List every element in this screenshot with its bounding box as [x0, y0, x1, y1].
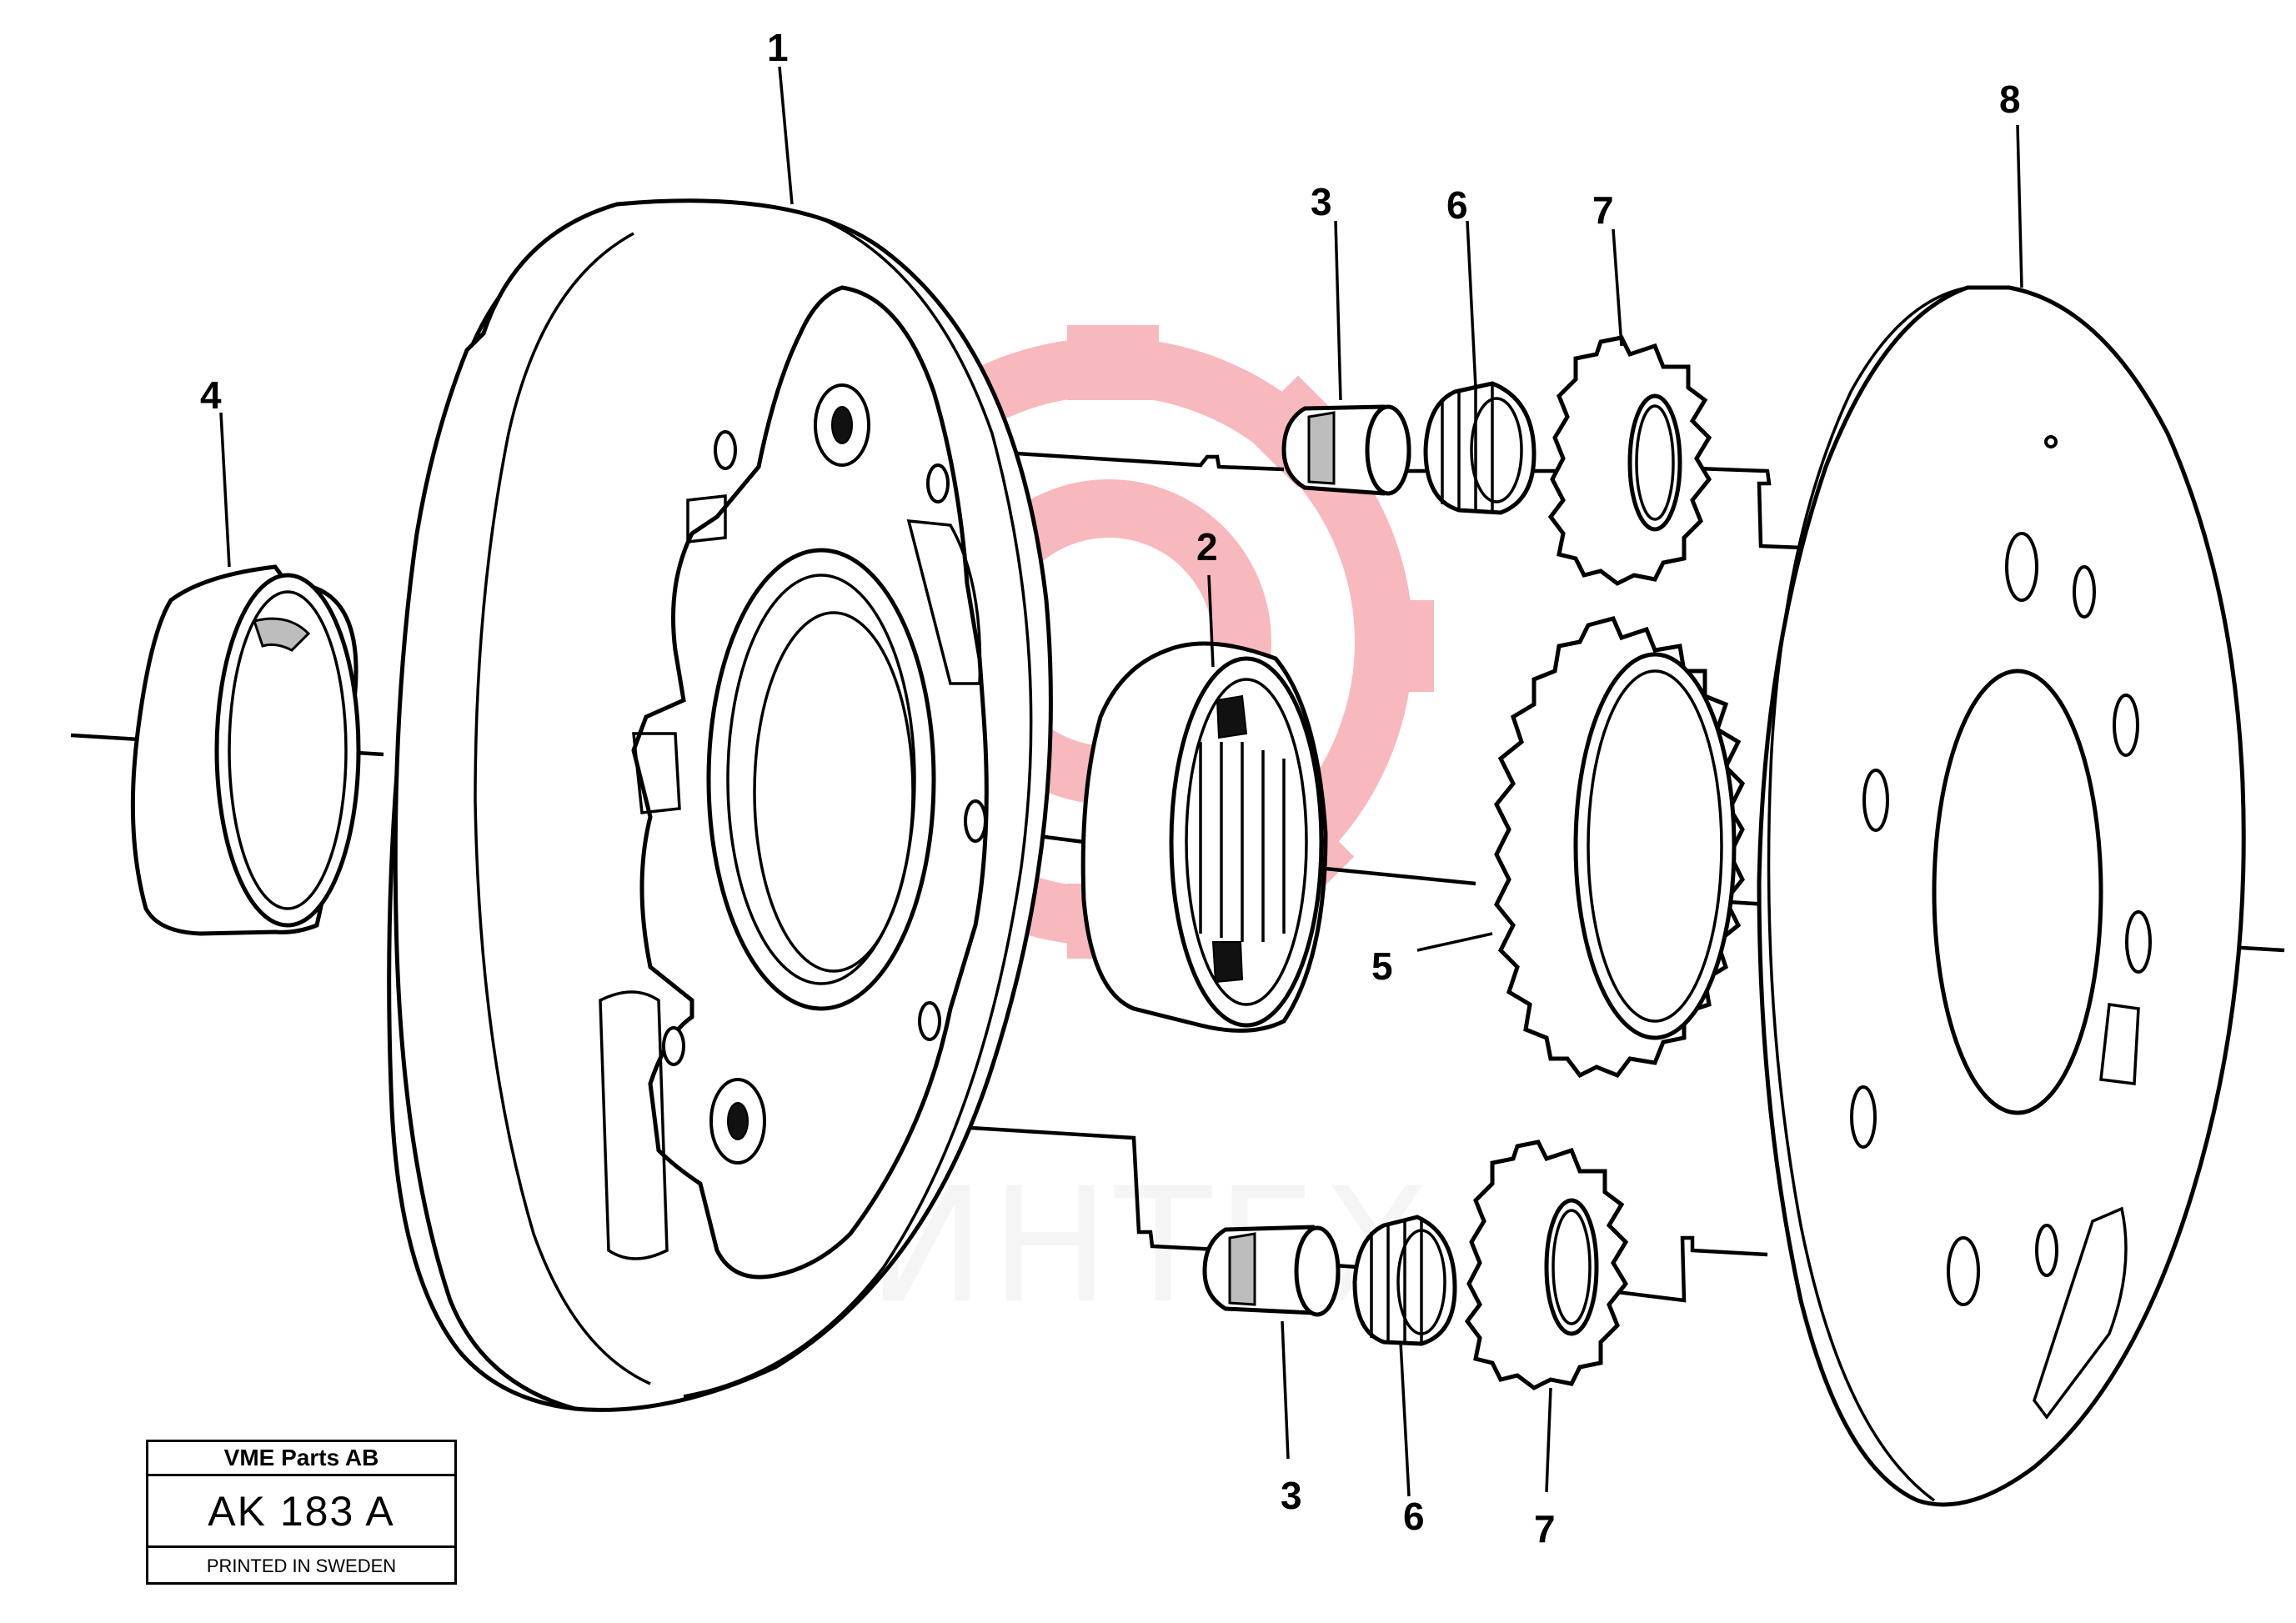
callout-5: 5: [1371, 944, 1393, 988]
callout-3-top: 3: [1311, 180, 1332, 223]
callout-1: 1: [767, 26, 789, 69]
part-1-planet-carrier: [387, 198, 1053, 1412]
part-2-needle-bearing: [1080, 641, 1328, 1033]
callout-8: 8: [1999, 78, 2021, 121]
title-block-company: VME Parts AB: [148, 1442, 454, 1476]
callout-leaders: [219, 66, 2023, 1497]
bearing-needles: [1199, 694, 1286, 984]
title-block-printed-note: PRINTED IN SWEDEN: [206, 1555, 397, 1576]
part-4-seal-ring: [130, 564, 361, 936]
part-7-planet-gear-top: [1547, 335, 1712, 586]
part-6-needle-cage-bottom: [1352, 1215, 1457, 1346]
part-5-gear: [1494, 616, 1746, 1079]
part-3-shaft-top: [1281, 404, 1411, 496]
title-block-drawing-code: AK 183 A: [148, 1476, 454, 1548]
title-block: VME Parts AB AK 183 A PRINTED IN SWEDEN: [146, 1440, 457, 1585]
callout-6-top: 6: [1446, 183, 1468, 227]
part-8-cover-plate: [1757, 285, 2246, 1507]
callout-7-bottom: 7: [1534, 1507, 1556, 1550]
part-3-shaft-bottom: [1202, 1225, 1341, 1317]
callout-4: 4: [200, 373, 222, 417]
callout-2: 2: [1196, 525, 1218, 569]
callout-6-bottom: 6: [1403, 1495, 1425, 1538]
callout-3-bottom: 3: [1281, 1474, 1302, 1517]
callout-labels: 1 2 3 3 4 5 6 6 7 7 8: [200, 26, 2021, 1550]
part-6-needle-cage-top: [1423, 381, 1537, 515]
part-7-planet-gear-bottom: [1464, 1140, 1629, 1390]
callout-7-top: 7: [1592, 188, 1614, 232]
